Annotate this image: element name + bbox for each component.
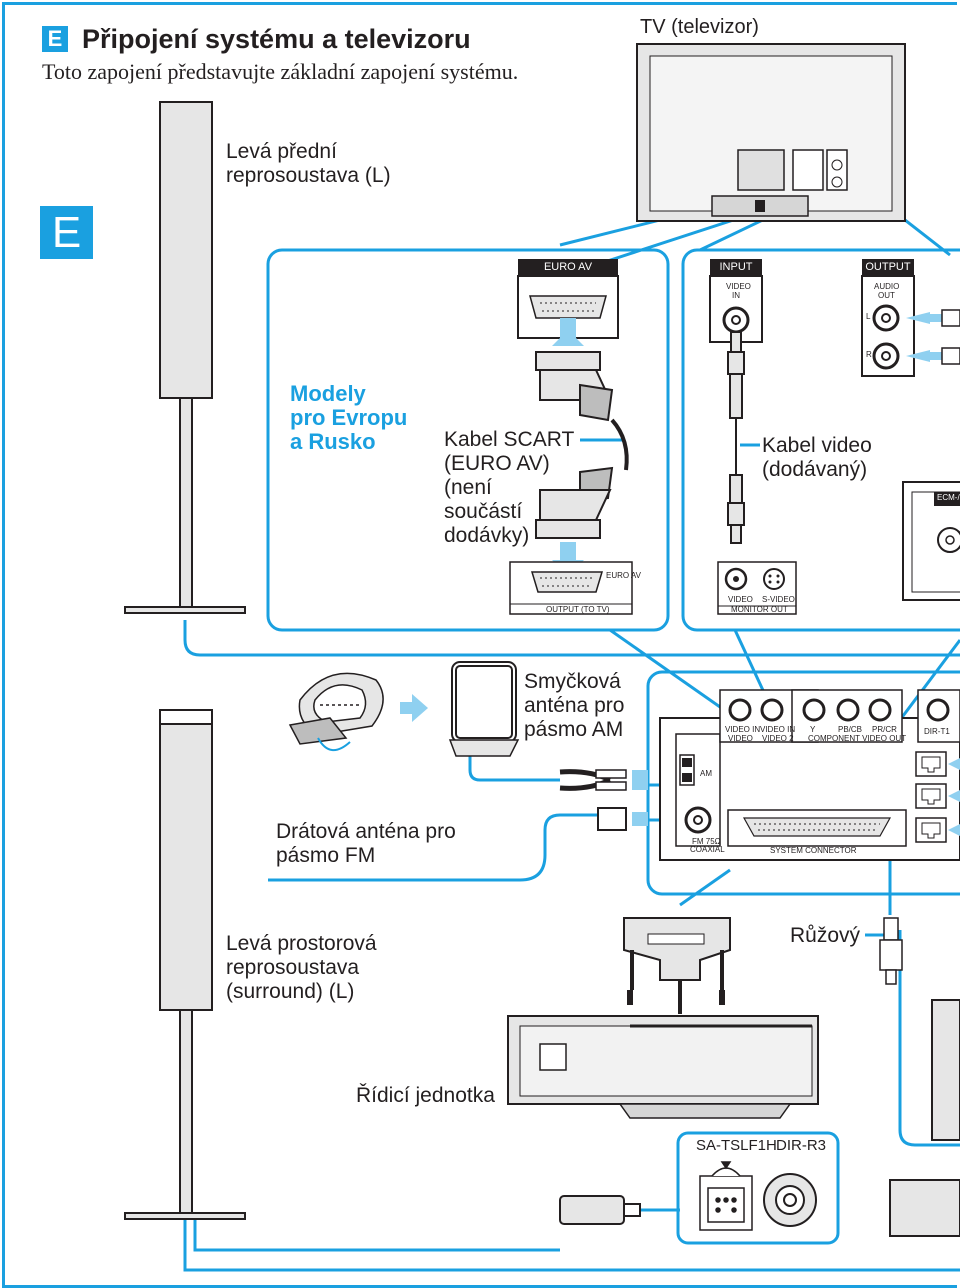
tv-video-in-label-1: VIDEO <box>726 282 751 291</box>
side-section-badge: E <box>40 206 93 259</box>
pink-cable-label: Růžový <box>790 924 861 947</box>
control-unit-label: Řídicí jednotka <box>356 1084 495 1107</box>
fm-antenna-label-2: pásmo FM <box>276 844 376 867</box>
system-connector-plug <box>623 917 731 1014</box>
scart-cable <box>535 351 629 539</box>
system-connector-callout <box>679 868 731 907</box>
unit-monitor-out-sockets <box>717 561 797 615</box>
tv-set <box>636 43 906 222</box>
tv-euro-av-tag: EURO AV <box>518 259 618 275</box>
fm-antenna-label-1: Drátová anténa pro <box>276 820 456 843</box>
ecm-tag: ECM-/ <box>937 493 960 502</box>
ecm-device-partial <box>902 481 960 601</box>
front-speaker-label-line-1: Levá přední <box>226 140 337 163</box>
unit-rear <box>659 689 960 861</box>
section-badge: E <box>42 26 68 52</box>
unit-euro-av-label: EURO AV <box>606 571 641 580</box>
unit-s-video-label: S-VIDEO <box>762 595 795 604</box>
rear-system-connector-label: SYSTEM CONNECTOR <box>770 846 857 855</box>
page-subtitle: Toto zapojení představujte základní zapo… <box>42 59 519 84</box>
fm-plug <box>597 807 648 831</box>
am-antenna-label-3: pásmo AM <box>524 718 624 741</box>
bottom-plug-panel <box>676 1131 840 1245</box>
surround-left-speaker <box>124 709 246 1220</box>
scart-cable-label-3: (není <box>444 476 492 499</box>
sa-tslf1h-label: SA-TSLF1H <box>696 1137 777 1154</box>
surround-speaker-label-2: reprosoustava <box>226 956 360 979</box>
rear-fm-label-1: FM 75Ω <box>692 837 721 846</box>
rear-pb-label: PB/CB <box>838 725 863 734</box>
video-panel <box>681 248 960 632</box>
unit-video-label: VIDEO <box>728 595 753 604</box>
surround-speaker-label-3: (surround) (L) <box>226 980 355 1003</box>
models-note-line-1: Modely <box>290 381 366 406</box>
unit-output-to-tv-label: OUTPUT (TO TV) <box>546 605 610 614</box>
rear-video-2-label: VIDEO 2 <box>762 734 794 743</box>
models-note-line-2: pro Evropu <box>290 405 408 430</box>
scart-panel <box>266 248 670 632</box>
tv-euro-av-socket <box>517 275 619 346</box>
scart-cable-label-4: součástí <box>444 500 523 523</box>
models-note-line-3: a Rusko <box>290 429 376 454</box>
right-partial-devices <box>889 999 960 1237</box>
video-cable <box>727 331 745 544</box>
scart-cable-label-2: (EURO AV) <box>444 452 550 475</box>
tv-audio-l-label: L <box>866 312 871 321</box>
fm-wire-path <box>268 813 600 882</box>
front-left-speaker <box>124 101 246 614</box>
control-unit <box>507 1015 819 1119</box>
tv-audio-out-label-2: OUT <box>878 291 895 300</box>
am-antenna-label-1: Smyčková <box>524 670 621 693</box>
rear-video-in-2-label: VIDEO IN <box>760 725 796 734</box>
surround-cable-inner <box>193 1220 560 1252</box>
am-wire-tips <box>559 769 648 791</box>
rear-pr-label: PR/CR <box>872 725 897 734</box>
rear-dir-label: DIR-T1 <box>924 727 950 736</box>
surround-plug <box>559 1195 641 1225</box>
am-wire-path <box>468 740 560 782</box>
tv-input-tag: INPUT <box>710 259 762 275</box>
am-loop-antenna <box>448 661 520 757</box>
pink-cable-run <box>898 930 960 1147</box>
rear-fm-label-2: COAXIAL <box>690 845 725 854</box>
rear-am-label: AM <box>700 769 712 778</box>
tv-label: TV (televizor) <box>640 16 759 38</box>
scart-cable-label-1: Kabel SCART <box>444 428 575 451</box>
sa-tslf1h-connector <box>699 1161 753 1231</box>
am-antenna-label-2: anténa pro <box>524 694 625 717</box>
pink-plug <box>879 917 903 985</box>
tv-video-in-label-2: IN <box>732 291 740 300</box>
rear-component-label: COMPONENT VIDEO OUT <box>808 734 907 743</box>
tv-audio-r-label: R <box>866 350 872 359</box>
page-title: Připojení systému a televizoru <box>82 24 471 54</box>
rear-video-in-1-label: VIDEO IN <box>725 725 761 734</box>
dir-r3-label: DIR-R3 <box>776 1137 827 1154</box>
rear-video-1-label: VIDEO <box>728 734 753 743</box>
dir-r3-connector <box>763 1173 817 1227</box>
assembly-arrow <box>400 694 428 722</box>
video-cable-label-1: Kabel video <box>762 434 872 457</box>
scart-cable-label-5: dodávky) <box>444 524 530 547</box>
front-speaker-cable <box>183 620 960 657</box>
surround-speaker-label-1: Levá prostorová <box>226 932 377 955</box>
rear-y-label: Y <box>810 725 816 734</box>
tv-audio-out-label-1: AUDIO <box>874 282 900 291</box>
unit-monitor-out-label: MONITOR OUT <box>731 605 788 614</box>
front-speaker-label-line-2: reprosoustava (L) <box>226 164 391 187</box>
am-antenna-assembly-icon <box>288 672 384 751</box>
unit-euro-av-socket <box>509 561 633 615</box>
video-cable-label-2: (dodávaný) <box>762 458 868 481</box>
surround-speaker-cable <box>183 1220 960 1272</box>
tv-audio-out-sockets <box>861 275 960 377</box>
tv-output-tag: OUTPUT <box>862 259 914 275</box>
